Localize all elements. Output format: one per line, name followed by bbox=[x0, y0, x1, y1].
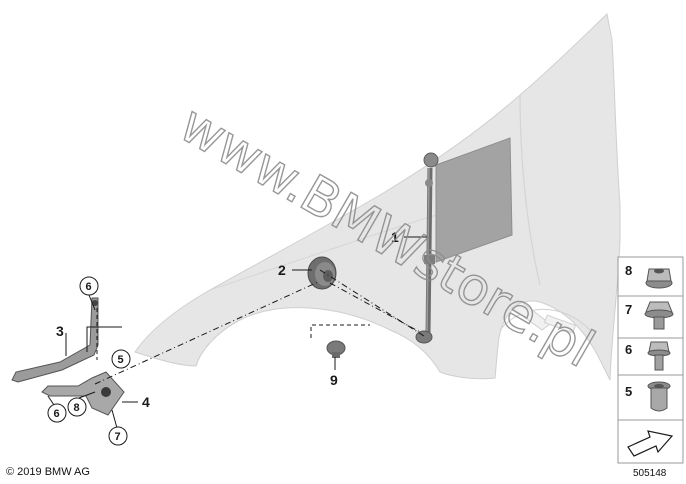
hex-bolt-icon bbox=[647, 341, 671, 371]
svg-text:6: 6 bbox=[86, 281, 92, 293]
collar-nut-icon bbox=[644, 301, 674, 330]
diagram-id: 505148 bbox=[633, 468, 667, 479]
legend-num-6: 6 bbox=[625, 342, 632, 357]
circled-callout-5: 5 bbox=[111, 349, 131, 369]
legend-num-7: 7 bbox=[625, 302, 632, 317]
parts-legend: 8 7 6 5 bbox=[617, 256, 684, 464]
antenna-mast bbox=[415, 152, 439, 344]
copyright-text: © 2019 BMW AG bbox=[6, 466, 90, 478]
circled-callout-7: 7 bbox=[108, 426, 128, 446]
leader-lines bbox=[86, 269, 425, 385]
circled-callout-6-bottom: 6 bbox=[47, 403, 67, 423]
callout-1: 1 bbox=[391, 229, 399, 245]
callout-9: 9 bbox=[330, 372, 338, 388]
bushing-icon bbox=[647, 381, 671, 412]
direction-arrow-icon bbox=[627, 430, 674, 457]
plug-part bbox=[326, 340, 346, 358]
callout-2: 2 bbox=[278, 262, 286, 278]
legend-num-5: 5 bbox=[625, 384, 632, 399]
flange-nut-icon bbox=[645, 268, 673, 289]
callout-4: 4 bbox=[142, 394, 150, 410]
callout-3: 3 bbox=[56, 323, 64, 339]
circled-callout-6-top: 6 bbox=[79, 276, 99, 296]
circled-callout-8: 8 bbox=[67, 397, 87, 417]
grommet-part bbox=[307, 256, 337, 290]
svg-text:8: 8 bbox=[74, 402, 80, 414]
fender-panel bbox=[134, 13, 621, 381]
callout-leaders bbox=[47, 236, 428, 429]
legend-num-8: 8 bbox=[625, 263, 632, 278]
antenna-plate bbox=[435, 137, 513, 263]
svg-text:6: 6 bbox=[54, 408, 60, 420]
bracket-4 bbox=[41, 371, 125, 416]
svg-text:7: 7 bbox=[115, 431, 121, 443]
svg-text:5: 5 bbox=[118, 354, 124, 366]
bracket-3 bbox=[11, 297, 99, 383]
